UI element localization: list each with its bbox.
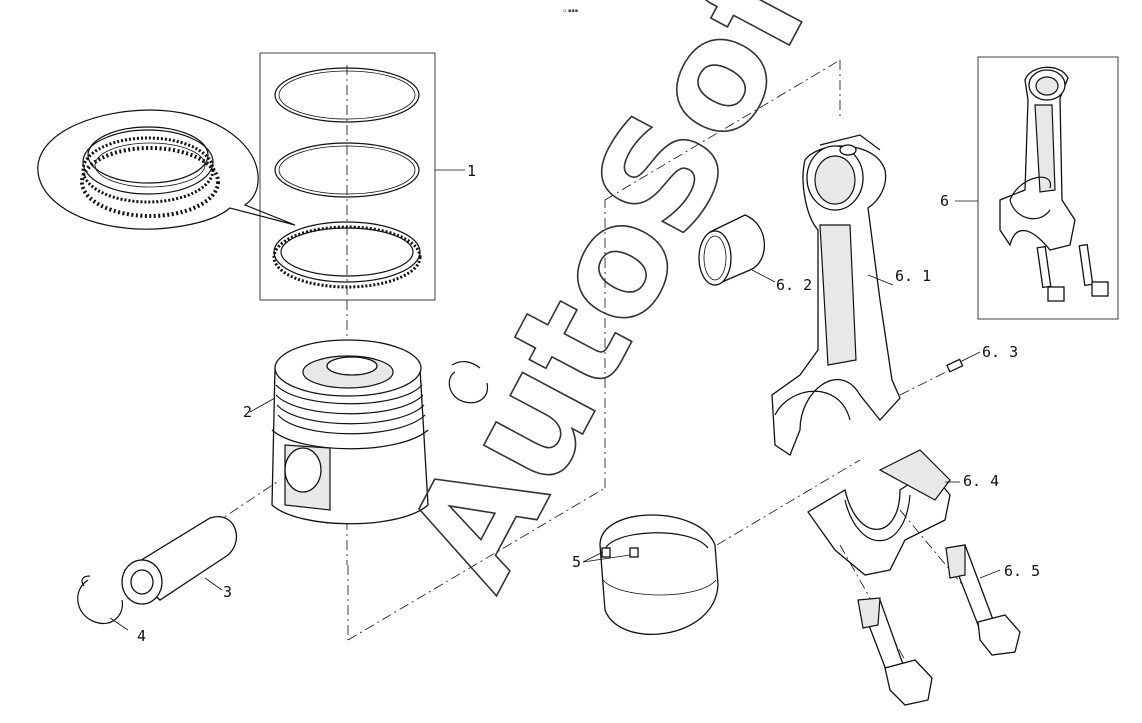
piston	[249, 300, 429, 565]
callout-6-5: 6. 5	[1004, 562, 1040, 580]
connecting-rod	[771, 134, 901, 456]
callout-6-2: 6. 2	[776, 276, 812, 294]
callout-6-3: 6. 3	[982, 343, 1018, 361]
connecting-rod-cap	[807, 449, 960, 576]
dowel-pin	[899, 351, 981, 396]
callout-6-4: 6. 4	[963, 472, 999, 490]
callout-6: 6	[940, 192, 949, 210]
piston-ring-set	[259, 52, 465, 301]
top-compression-ring	[274, 67, 420, 123]
connecting-rod-bolts	[839, 509, 1021, 706]
callout-2: 2	[243, 403, 252, 421]
callout-6-1: 6. 1	[895, 267, 931, 285]
callout-3: 3	[223, 583, 232, 601]
piston-pin	[121, 479, 281, 605]
ring-set-frame	[259, 52, 436, 301]
piston-pin-retainer-right	[448, 361, 489, 404]
oil-ring-detail-bubble	[37, 109, 296, 230]
second-compression-ring	[274, 142, 420, 198]
snap-ring	[77, 575, 129, 631]
callout-4: 4	[137, 627, 146, 645]
rod-assembly-inset	[955, 56, 1119, 320]
header-tiny-text: ▫ ▪▪▪	[563, 8, 578, 14]
callout-1: 1	[467, 162, 476, 180]
connecting-rod-bearing-shells	[582, 514, 719, 635]
small-end-bushing	[698, 214, 776, 286]
assembly-outline	[347, 59, 861, 641]
callout-5: 5	[572, 553, 581, 571]
oil-control-ring	[272, 221, 422, 289]
inset-frame	[977, 56, 1119, 320]
